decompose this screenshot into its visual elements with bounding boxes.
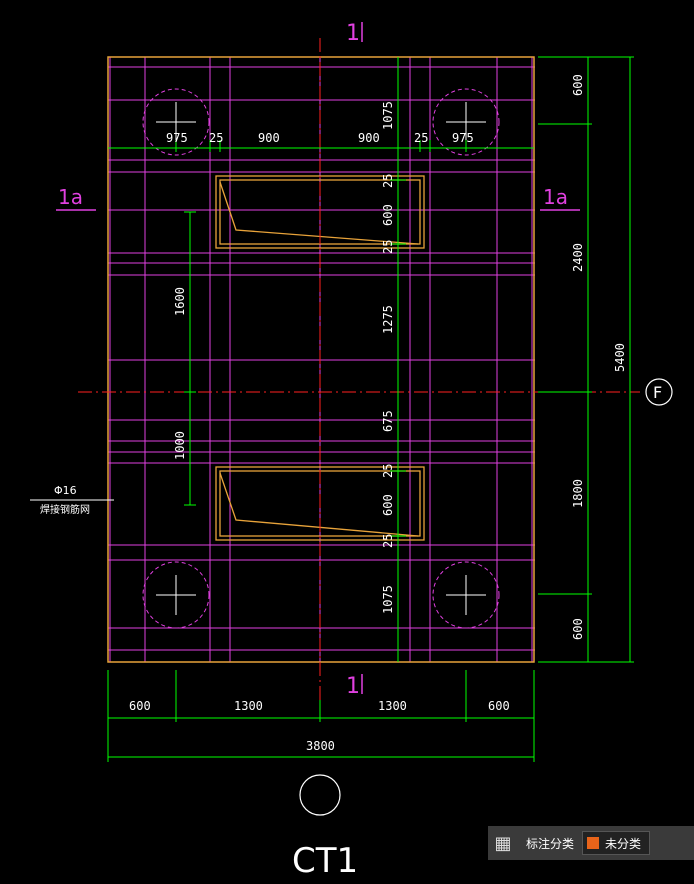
dimension-lines (107, 56, 634, 762)
dim-center-25-d: 25 (381, 534, 395, 548)
section-mark-bottom: 1 (346, 674, 360, 699)
dim-center-1075-bottom: 1075 (381, 585, 395, 614)
pile-bottom-right (432, 561, 500, 629)
dim-top-25-right: 25 (414, 131, 428, 145)
dim-bottom-600-left: 600 (129, 699, 151, 713)
grid-icon[interactable]: ▦ (494, 832, 512, 854)
dim-center-675: 675 (381, 410, 395, 432)
dim-center-25-c: 25 (381, 464, 395, 478)
drawing-title: CT1 (292, 841, 358, 881)
dim-top-975-right: 975 (452, 131, 474, 145)
dim-right-600-top: 600 (571, 74, 585, 96)
dim-center-25-b: 25 (381, 240, 395, 254)
section-mark-left: 1a (58, 185, 83, 209)
rebar-note-line1: Φ16 (54, 484, 77, 497)
dim-bottom-1300-left: 1300 (234, 699, 263, 713)
dim-left-1000: 1000 (173, 431, 187, 460)
pile-cap-outline (107, 56, 535, 663)
dim-bottom-600-right: 600 (488, 699, 510, 713)
pile-top-left (142, 88, 210, 156)
dim-right-2400: 2400 (571, 243, 585, 272)
dim-center-1275: 1275 (381, 305, 395, 334)
dim-center-1075-top: 1075 (381, 101, 395, 130)
annotation-category-toolbar: ▦ 标注分类 未分类 (488, 826, 694, 860)
annotation-category-label: 标注分类 (526, 836, 575, 851)
dim-right-1800: 1800 (571, 479, 585, 508)
rebar-note-line2: 焊接钢筋网 (40, 503, 90, 516)
pile-bottom-left (142, 561, 210, 629)
dim-right-600-bottom: 600 (571, 618, 585, 640)
dim-center-600-b: 600 (381, 494, 395, 516)
dim-center-600-a: 600 (381, 204, 395, 226)
dim-bottom-1300-right: 1300 (378, 699, 407, 713)
rebar-grid (108, 57, 535, 662)
category-selected-value: 未分类 (605, 836, 642, 851)
dim-left-1600: 1600 (173, 287, 187, 316)
dim-top-25-left: 25 (209, 131, 223, 145)
dim-bottom-3800: 3800 (306, 739, 335, 753)
piles (142, 88, 500, 629)
dim-center-25-a: 25 (381, 174, 395, 188)
category-select[interactable]: 未分类 (582, 831, 651, 855)
dim-top-900-left: 900 (258, 131, 280, 145)
dim-top-975-left: 975 (166, 131, 188, 145)
dim-right-5400: 5400 (613, 343, 627, 372)
category-color-swatch (587, 837, 600, 849)
grid-bubble-f (645, 378, 673, 406)
dim-top-900-right: 900 (358, 131, 380, 145)
section-mark-top: 1 (346, 21, 360, 46)
section-mark-right: 1a (543, 185, 568, 209)
grid-bubble-f-label: F (653, 383, 662, 402)
grid-bubble-bottom (299, 774, 341, 816)
pile-top-right (432, 88, 500, 156)
